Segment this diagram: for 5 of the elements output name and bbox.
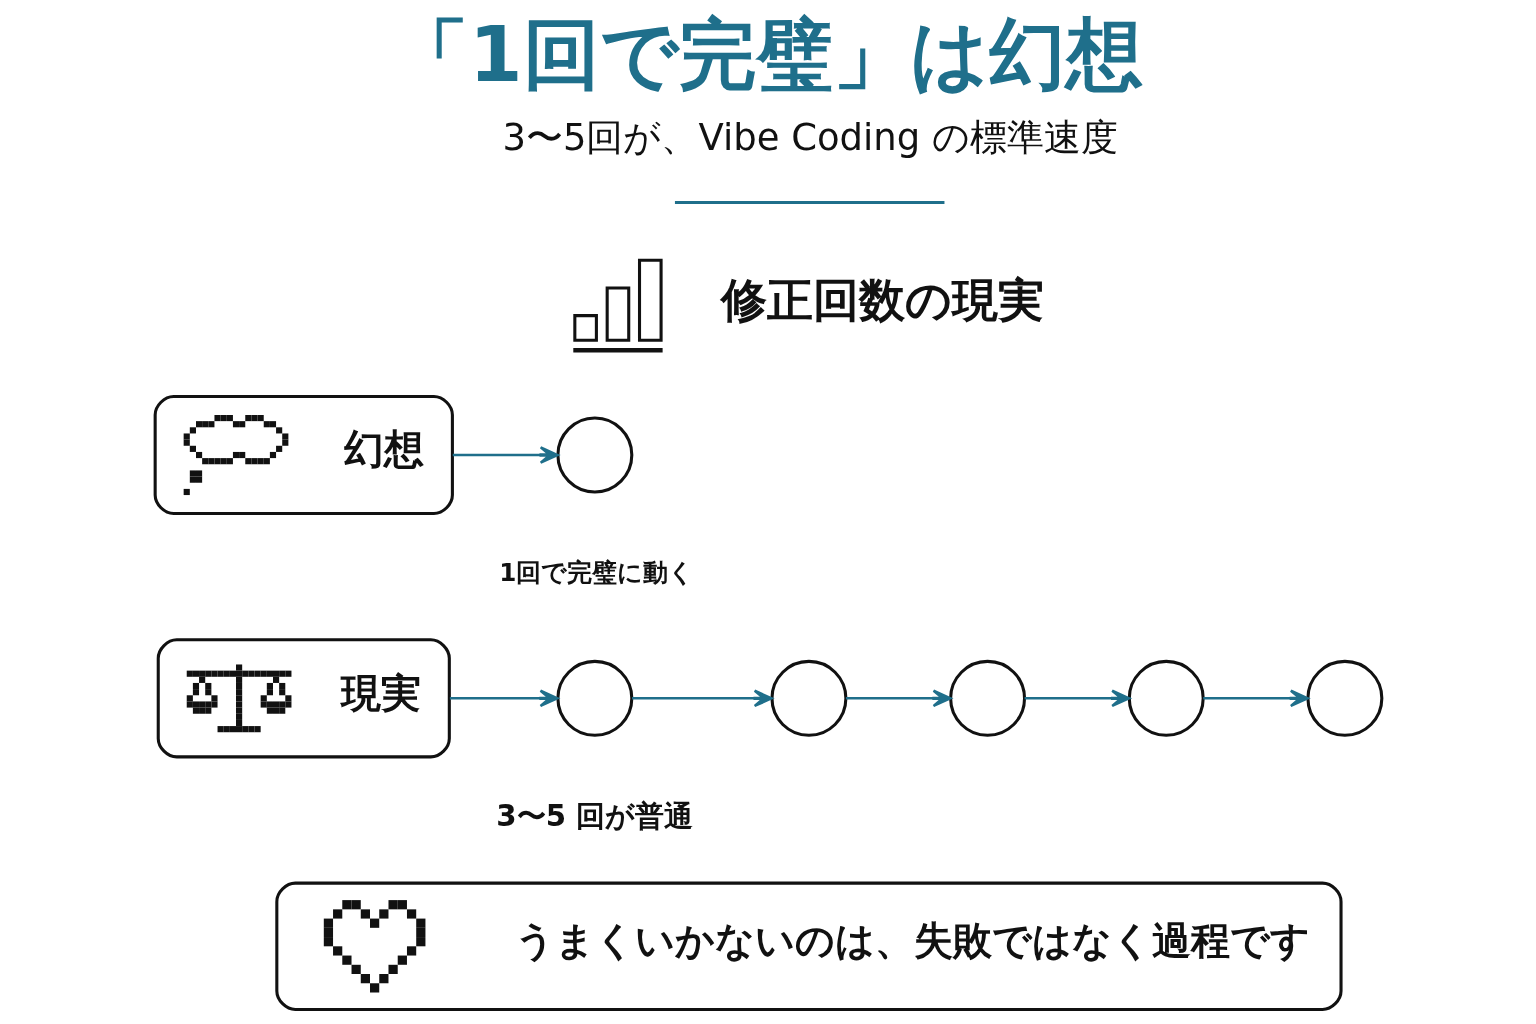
label: 3〜5回が、Vibe Coding の標準速度 xyxy=(501,116,1118,160)
node-label: 1回で完璧に動く xyxy=(498,558,695,587)
label: 3〜5 回が普通 xyxy=(495,799,693,834)
label: 修正回数の現実 xyxy=(720,272,1044,327)
diagram-title: 「1回で完璧」は幻想 xyxy=(391,9,1143,99)
